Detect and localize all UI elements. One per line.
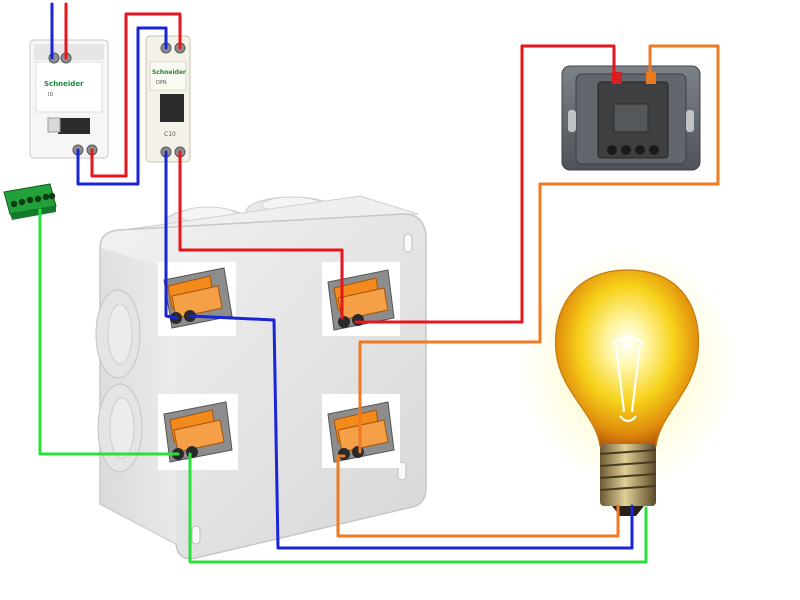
wire-phase-to-connector	[178, 150, 344, 320]
wire-lamp-return	[336, 454, 620, 538]
circuit-breaker: Schneider DPN C10	[145, 35, 191, 163]
differential-breaker-lever	[58, 118, 90, 134]
wire-earth-lamp	[188, 452, 648, 564]
differential-breaker-model: ID	[48, 92, 53, 98]
wire-earth-supply	[38, 208, 180, 456]
box-screw-top-right	[403, 233, 413, 253]
wire-phase-to-switch	[354, 44, 616, 324]
wire-breaker-neutral	[76, 26, 168, 186]
circuit-breaker-lever	[160, 94, 184, 122]
differential-breaker-brand: Schneider	[44, 80, 84, 88]
switch-terminal-red	[612, 72, 622, 84]
wago-connector-top-left	[158, 262, 236, 336]
circuit-breaker-model: DPN	[156, 80, 167, 86]
box-screw-bottom-left	[191, 525, 201, 545]
wago-connector-bottom-left	[158, 394, 238, 470]
circuit-breaker-rating: C10	[164, 131, 176, 138]
wires	[38, 2, 720, 564]
wire-breaker-phase	[90, 12, 182, 178]
wago-connector-top-right	[322, 262, 400, 336]
bulb-filament	[611, 335, 645, 423]
wire-neutral-to-connector	[164, 150, 178, 320]
light-switch	[561, 65, 701, 171]
ground-bar	[3, 183, 57, 220]
wire-lamp-neutral	[188, 314, 634, 550]
light-bulb	[518, 248, 738, 516]
differential-breaker: Schneider ID	[29, 39, 109, 159]
circuit-breaker-brand: Schneider	[152, 69, 186, 76]
wire-switch-return	[358, 44, 720, 454]
